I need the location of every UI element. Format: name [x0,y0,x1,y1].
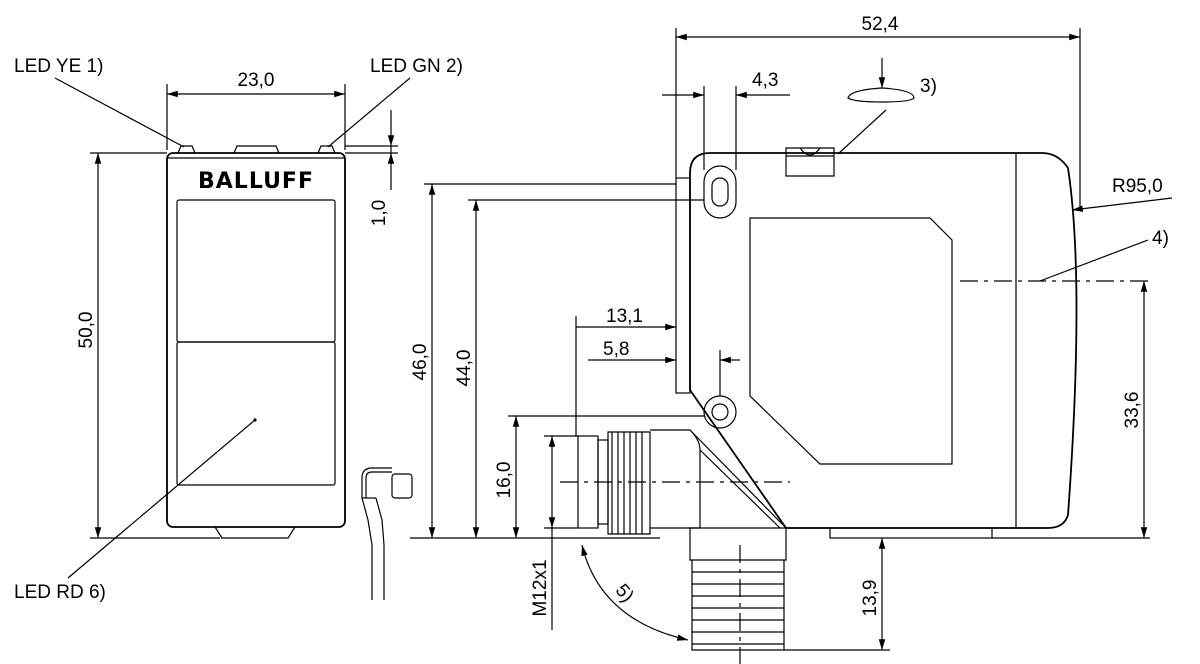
height-16-dim: 16,0 [494,462,515,499]
front-upper-window [176,199,336,343]
brand-logo: BALLUFF [198,169,314,194]
side-window [749,217,953,465]
front-view: BALLUFF 23,0 50,0 1,0 LED YE 1) LED GN 2… [14,56,463,603]
note-3-label: 3) [920,76,937,97]
pot-symbol [847,87,915,103]
front-height-dim: 50,0 [76,312,97,349]
height-46-dim: 46,0 [410,344,431,381]
side-foot-bar [829,527,993,539]
mounting-hole-lower [703,395,737,429]
hole-dim: 4,3 [752,70,778,91]
led-ye-bump [177,145,196,154]
top-center-bump [233,145,280,154]
radius-label: R95,0 [1112,176,1163,197]
led-rd-label: LED RD 6) [14,582,106,603]
height-33-6-dim: 33,6 [1122,392,1143,429]
led-ye-label: LED YE 1) [14,56,103,77]
top-potentiometer [785,147,835,177]
overall-width-dim: 52,4 [862,14,899,35]
front-width-dim: 23,0 [238,70,275,91]
dim-5-8: 5,8 [603,339,629,360]
front-lower-window [176,341,336,486]
front-foot [214,526,296,539]
front-offset-dim: 1,0 [369,200,390,226]
side-view: 52,4 4,3 3) R95,0 4) 13,1 5,8 46,0 4 [410,14,1173,664]
dim-13-1: 13,1 [606,306,643,327]
mounting-plate [675,177,691,394]
note-5-label: 5) [611,580,638,606]
led-gn-label: LED GN 2) [370,56,463,77]
led-gn-bump [317,145,336,154]
front-housing [166,152,346,528]
cable-connector-sketch [361,467,413,600]
mounting-slot-upper [703,165,737,219]
height-44-dim: 44,0 [454,350,475,387]
m12-connector [577,429,787,651]
thread-dim: M12x1 [530,559,551,616]
side-housing [689,152,1078,529]
note-4-label: 4) [1152,228,1169,249]
height-13-9-dim: 13,9 [860,580,881,617]
